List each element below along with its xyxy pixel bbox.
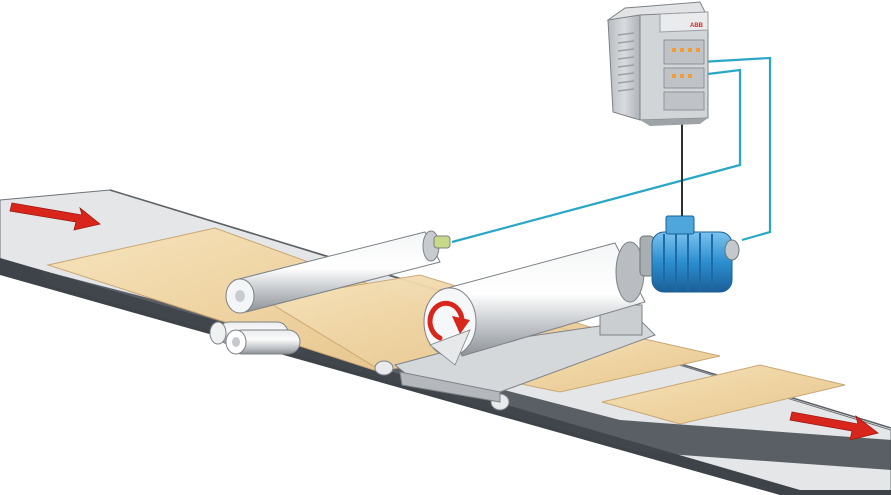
flow-out-arrow-icon bbox=[789, 411, 879, 441]
upper-roller-sensor bbox=[433, 235, 451, 249]
flow-in-arrow-icon bbox=[9, 202, 101, 231]
support-rollers bbox=[209, 321, 510, 411]
main-roller bbox=[423, 241, 646, 366]
rotate-clockwise-arrow-icon bbox=[427, 300, 470, 341]
roller-machine-base bbox=[393, 304, 656, 403]
upper-roller bbox=[225, 230, 451, 314]
electric-motor-icon bbox=[639, 215, 740, 293]
wood-board-outgoing bbox=[601, 364, 846, 425]
drive-brand-label: ABB bbox=[690, 23, 704, 29]
frequency-converter-icon: ABB bbox=[606, 1, 709, 126]
control-cables bbox=[451, 56, 772, 244]
belt-side-rail bbox=[40, 270, 891, 470]
